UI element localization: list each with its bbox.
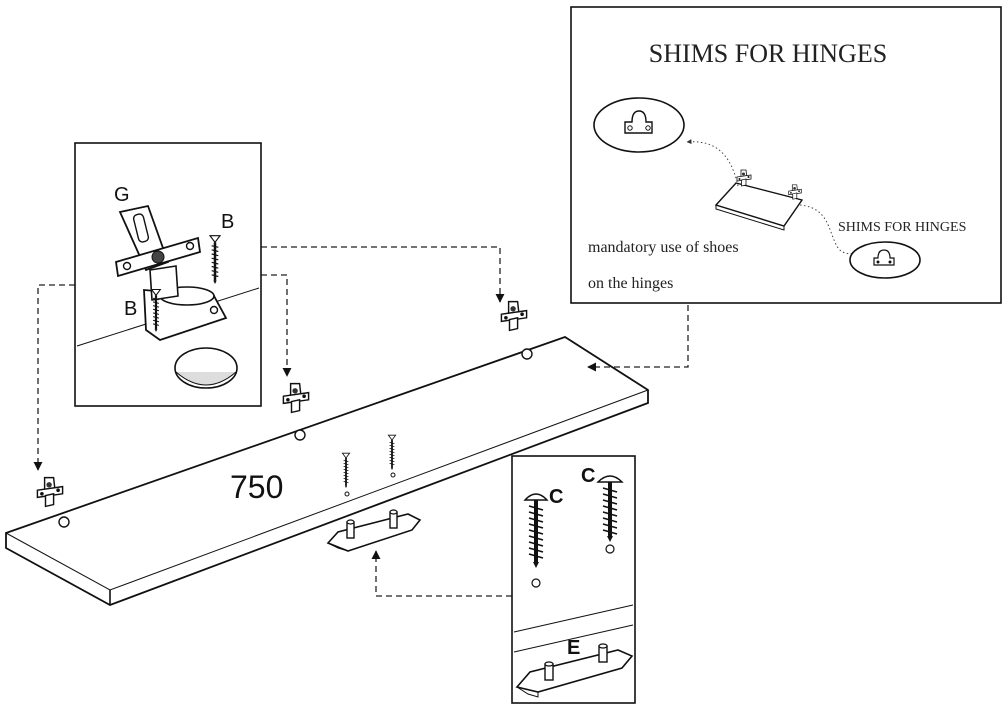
shelf-board [5,336,649,606]
hinge-icon [36,476,70,528]
shims-title: SHIMS FOR HINGES [649,39,887,68]
shim-icon [593,97,685,153]
screw-icon [341,452,351,497]
shim-small-icon [849,241,921,279]
leader-lines [33,246,689,597]
shims-note-line1: mandatory use of shoes [588,239,739,256]
label-b-left: B [124,298,137,320]
screw-icon [387,434,397,478]
shims-panel: SHIMS FOR HINGES SHIMS FOR HINGES mandat… [570,6,1002,304]
hinge-icon [500,300,533,360]
screw-c-icon [523,493,549,588]
label-c-left: C [549,486,563,508]
handle-e-icon [515,643,634,698]
door-with-hinges-icon [714,169,804,231]
label-c-right: C [581,465,595,487]
label-g: G [114,184,130,206]
hinge-large-icon [114,204,228,341]
hinge-detail-panel: G B B [74,142,262,407]
shims-side-label: SHIMS FOR HINGES [838,220,966,235]
label-e: E [567,637,580,659]
shelf-dimension: 750 [230,469,283,505]
screw-c-icon [596,475,624,554]
handle-detail-panel: C C E [511,455,636,704]
shims-note-line2: on the hinges [588,275,673,292]
label-b-right: B [221,211,234,233]
hinge-icon [282,382,310,441]
handle-icon [326,509,422,552]
